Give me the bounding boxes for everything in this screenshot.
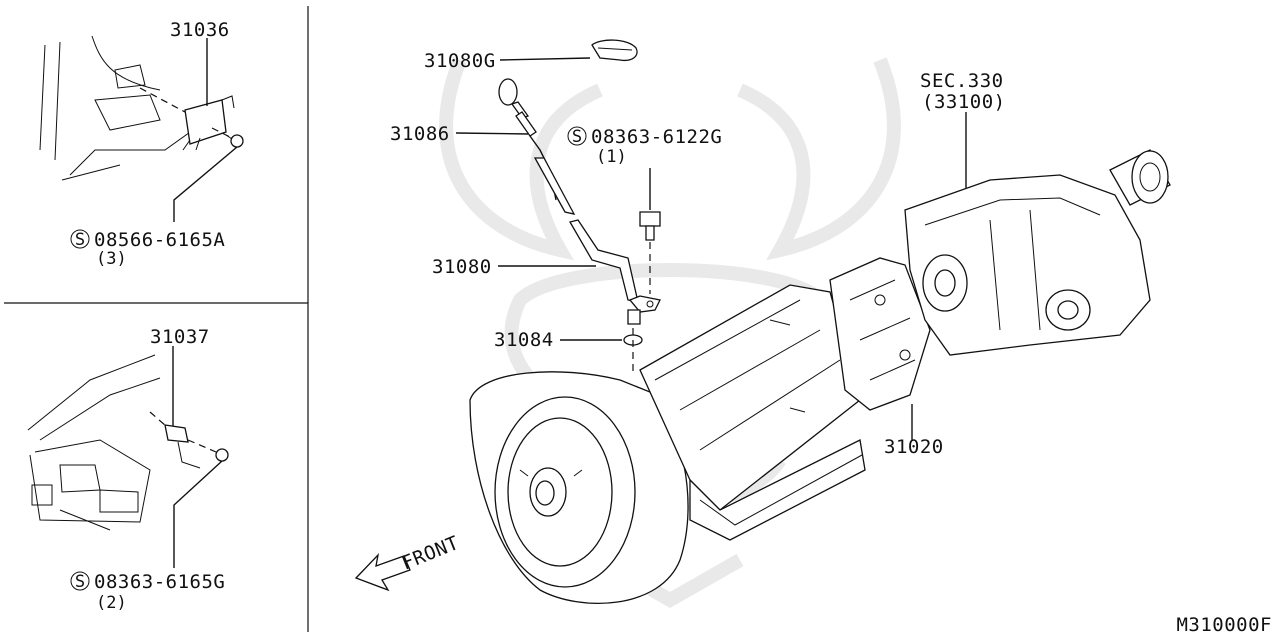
front-arrow	[354, 552, 411, 592]
label-31036[interactable]: 31036	[170, 19, 230, 41]
standard-part-mark-letter: S	[75, 572, 85, 592]
standard-part-mark	[567, 126, 587, 146]
diagram-code: M310000F	[1176, 614, 1272, 636]
label-08363-6165G[interactable]: 08363-6165G	[94, 571, 225, 593]
transmission-assembly	[469, 112, 1171, 604]
standard-part-mark-letter: S	[75, 230, 85, 250]
label-08363-6122G[interactable]: 08363-6122G	[591, 126, 722, 148]
inset-31037	[27, 346, 229, 568]
label-31037[interactable]: 31037	[150, 326, 210, 348]
standard-part-mark-letter: S	[572, 127, 582, 147]
label-31080G[interactable]: 31080G	[424, 50, 496, 72]
label-31086[interactable]: 31086	[390, 123, 450, 145]
label-08566-6165A[interactable]: 08566-6165A	[94, 229, 225, 251]
qty-08363-6165G: (2)	[96, 593, 127, 613]
label-31020[interactable]: 31020	[884, 436, 944, 458]
qty-08363-6122G: (1)	[596, 147, 627, 167]
panel-frames	[4, 6, 309, 632]
label-31084[interactable]: 31084	[494, 329, 554, 351]
standard-part-mark	[70, 571, 90, 591]
section-ref-line2[interactable]: (33100)	[922, 91, 1006, 113]
label-31080[interactable]: 31080	[432, 256, 492, 278]
inset-31036	[39, 35, 244, 222]
standard-part-mark	[70, 229, 90, 249]
qty-08566-6165A: (3)	[96, 249, 127, 269]
section-ref-line1[interactable]: SEC.330	[920, 70, 1004, 92]
front-label: FRONT	[399, 532, 463, 575]
dipstick-assembly	[455, 39, 661, 372]
